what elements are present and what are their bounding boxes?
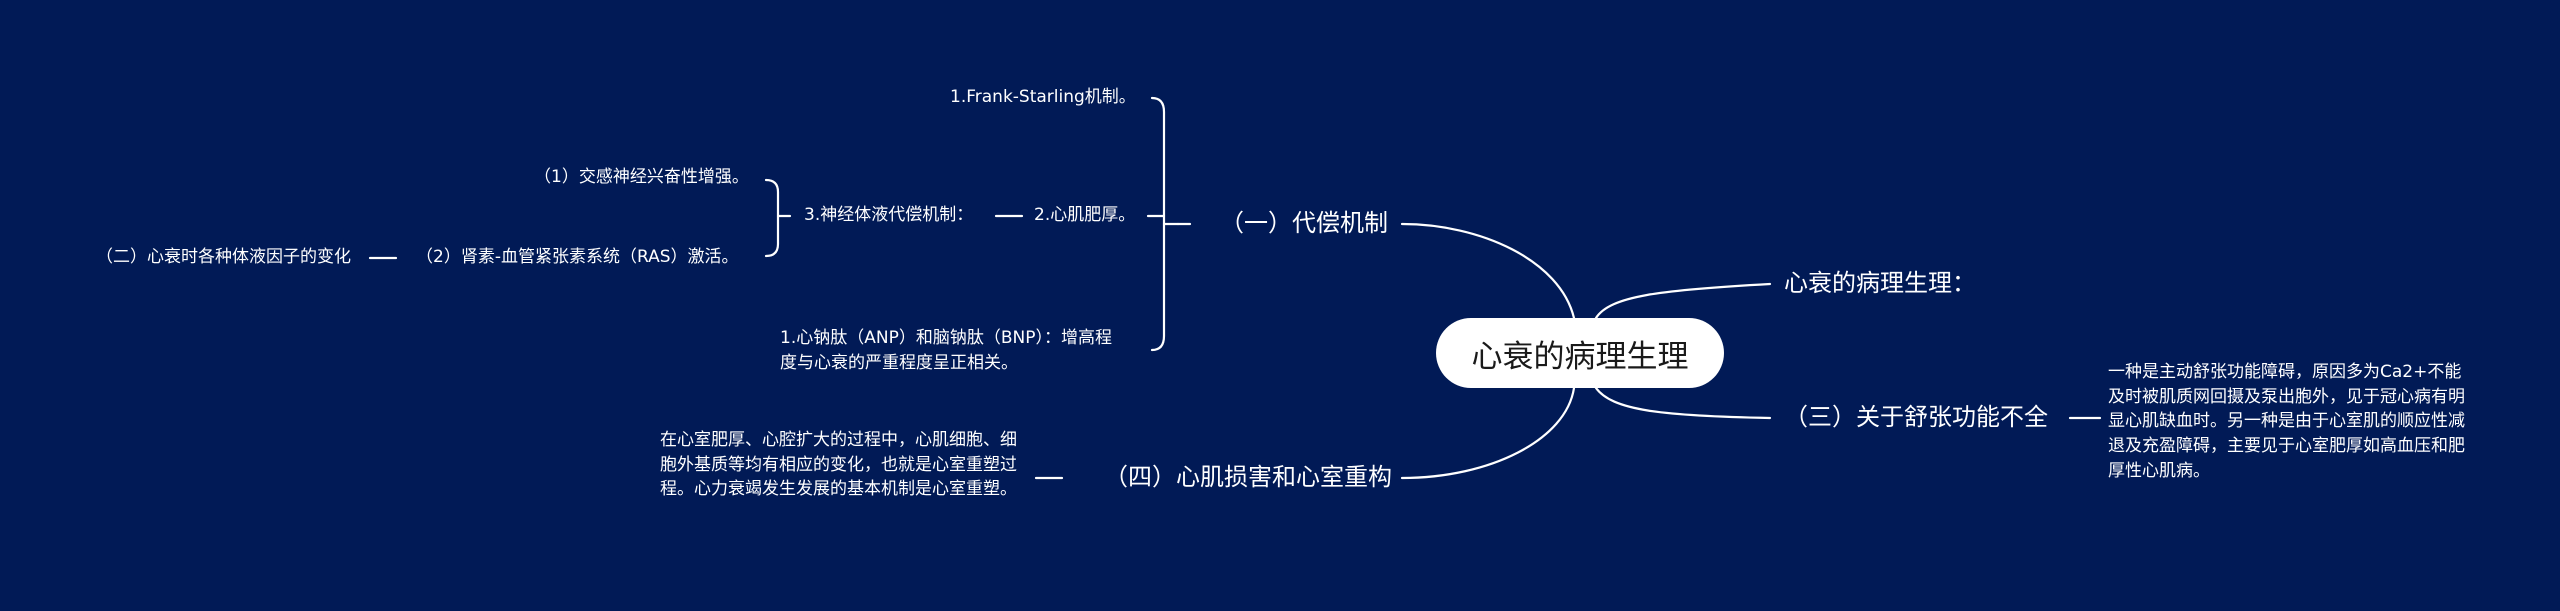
remodeling-detail-text[interactable]: 在心室肥厚、心腔扩大的过程中，心肌细胞、细胞外基质等均有相应的变化，也就是心室重… [660,430,1017,500]
hypertrophy-item[interactable]: 2.心肌肥厚。 [1034,205,1136,225]
bracket-neuro [764,178,780,258]
branch-pathophysiology[interactable]: 心衰的病理生理： [1784,269,1976,297]
connector-root-to-remodeling [1400,386,1576,480]
branch-remodeling[interactable]: （四）心肌损害和心室重构 [1104,463,1392,491]
bracket-compensation [1150,96,1166,352]
root-topic-label: 心衰的病理生理 [1471,338,1689,375]
neurohumoral-item[interactable]: 3.神经体液代偿机制： [804,205,974,225]
connector-root-to-diastolic [1594,386,1772,420]
root-topic[interactable]: 心衰的病理生理 [1436,318,1724,388]
connector-root-to-compensation [1400,222,1576,320]
humoral-factors-item[interactable]: （二）心衰时各种体液因子的变化 [96,247,351,267]
ras-item[interactable]: （2）肾素-血管紧张素系统（RAS）激活。 [416,247,739,267]
connector-root-to-pathophysiology [1594,282,1772,320]
frank-starling-item[interactable]: 1.Frank-Starling机制。 [950,87,1136,107]
sympathetic-item[interactable]: （1）交感神经兴奋性增强。 [534,167,749,187]
natriuretic-peptide-item[interactable]: 1.心钠肽（ANP）和脑钠肽（BNP）：增高程度与心衰的严重程度呈正相关。 [780,328,1112,373]
branch-compensation[interactable]: （一）代偿机制 [1220,209,1388,237]
diastolic-detail-text[interactable]: 一种是主动舒张功能障碍，原因多为Ca2+不能及时被肌质网回摄及泵出胞外，见于冠心… [2108,362,2465,481]
branch-diastolic-dysfunction[interactable]: （三）关于舒张功能不全 [1784,403,2048,431]
